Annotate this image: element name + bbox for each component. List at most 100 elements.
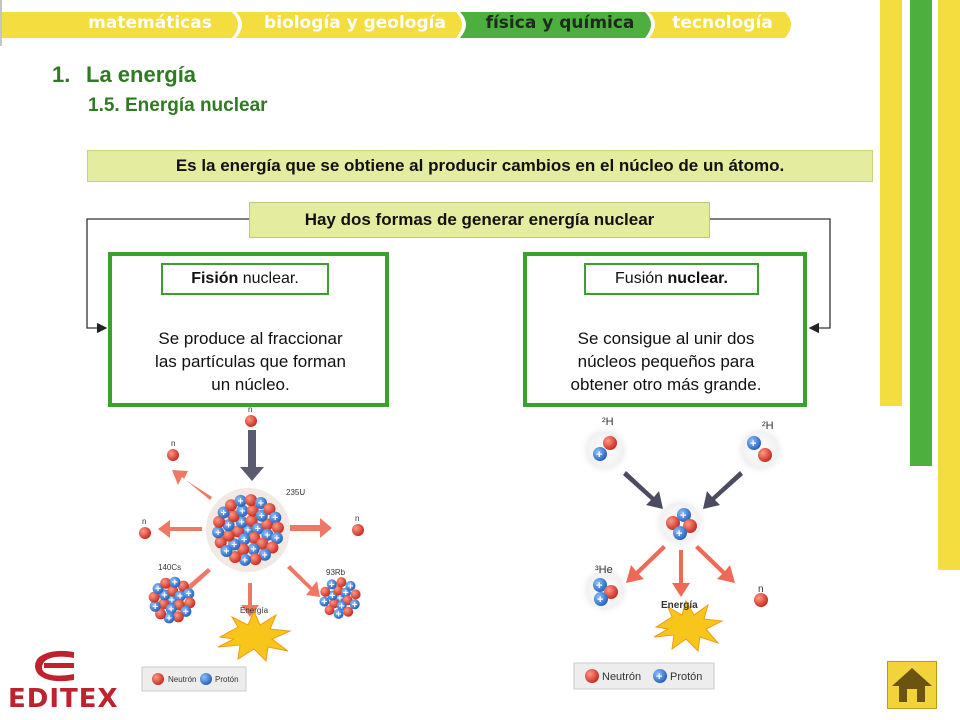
proton-particle	[163, 612, 175, 624]
proton-plus-icon: +	[348, 581, 354, 592]
proton-plus-icon: +	[239, 518, 245, 529]
tab-biologia-geologia[interactable]: biología y geología	[264, 13, 446, 33]
h2-left-label: ²H	[602, 416, 614, 428]
deco-stripe-green	[910, 0, 932, 466]
home-button[interactable]	[887, 661, 937, 709]
proton-plus-icon: +	[152, 602, 158, 613]
neutron-particle	[320, 586, 331, 597]
neutron-particle	[155, 608, 167, 620]
proton-particle	[333, 608, 344, 619]
proton-plus-icon: +	[255, 524, 261, 535]
tab-fisica-shape	[460, 12, 651, 38]
proton-plus-icon: +	[155, 584, 161, 595]
section-title-text: La energía	[86, 62, 197, 87]
proton-particle	[174, 590, 186, 602]
fusion-label: Fusión nuclear.	[584, 263, 759, 295]
legend-proton: Protón	[670, 671, 702, 683]
energy-burst	[217, 609, 292, 663]
section-subtitle: 1.5. Energía nuclear	[88, 95, 268, 116]
fusion-desc-line: Se consigue al unir dos	[577, 329, 755, 348]
neutron-particle	[246, 504, 259, 517]
energy-label: Energía	[240, 606, 269, 615]
fission-desc-line: Se produce al fraccionar	[158, 329, 343, 348]
proton-particle	[345, 580, 356, 591]
proton-plus-icon: +	[352, 600, 358, 611]
subject-tab-bar: matemáticas biología y geología física y…	[0, 0, 800, 46]
proton-particle	[152, 583, 164, 595]
two-forms-heading: Hay dos formas de generar energía nuclea…	[249, 202, 710, 238]
proton-plus-icon: +	[258, 499, 264, 510]
proton-plus-icon: +	[262, 550, 268, 561]
energy-burst	[653, 599, 724, 653]
svg-text:+: +	[680, 510, 686, 522]
legend-neutron: Neutrón	[168, 675, 196, 684]
svg-text:+: +	[656, 671, 662, 683]
n-label: n	[171, 439, 175, 448]
svg-text:+: +	[596, 580, 602, 592]
neutron-particle	[229, 551, 241, 563]
fission-diagram: n n n n +++++++++++++++++++ 235U +++++++…	[139, 405, 364, 692]
proton-particle	[234, 494, 247, 507]
tab-matematicas-shape	[2, 12, 238, 38]
uranium-nucleus: +++++++++++++++++++	[206, 488, 290, 572]
fusion-label-bold: nuclear.	[667, 270, 728, 287]
tab-fisica-quimica[interactable]: física y química	[485, 13, 635, 33]
proton-plus-icon: +	[215, 528, 221, 539]
u-label: 235U	[286, 488, 305, 497]
proton-plus-icon: +	[245, 526, 251, 537]
deco-stripe-yellow-2	[938, 0, 960, 570]
fission-desc-line: las partículas que forman	[155, 352, 346, 371]
home-icon	[892, 668, 932, 702]
fusion-legend: Neutrón + Protón	[573, 662, 715, 690]
emission-arrows	[158, 470, 332, 617]
proton-plus-icon: +	[242, 555, 248, 566]
legend-neutron: Neutrón	[602, 671, 641, 683]
proton-particle	[236, 504, 249, 517]
proton-plus-icon: +	[162, 590, 168, 601]
neutron-particle	[271, 521, 284, 534]
proton-particle	[349, 599, 360, 610]
svg-text:+: +	[597, 594, 603, 606]
proton-plus-icon: +	[238, 496, 244, 507]
tab-tecnologia[interactable]: tecnología	[672, 13, 773, 33]
editex-logo-icon	[35, 650, 74, 682]
tab-matematicas[interactable]: matemáticas	[88, 13, 212, 33]
proton-plus-icon: +	[274, 534, 280, 545]
tab-shapes	[0, 0, 791, 46]
product-arrows	[626, 545, 735, 597]
cesium-nucleus: ++++++++++	[148, 576, 196, 624]
proton-particle	[222, 519, 235, 532]
proton-particle	[149, 600, 161, 612]
fused-nucleus: + +	[666, 508, 697, 540]
proton-plus-icon: +	[172, 578, 178, 589]
proton-plus-icon: +	[339, 601, 345, 612]
proton-particle	[183, 588, 195, 600]
connector-lines	[86, 218, 831, 334]
rubidium-nucleus: +++++++++	[319, 577, 361, 620]
neutron-particle	[177, 580, 189, 592]
proton-plus-icon: +	[224, 547, 230, 558]
proton-plus-icon: +	[226, 521, 232, 532]
fusion-arrows	[623, 471, 743, 509]
editex-logo: EDITEX	[8, 684, 119, 714]
proton-plus-icon: +	[166, 613, 172, 624]
proton-plus-icon: +	[264, 530, 270, 541]
section-title: 1. La energía	[52, 62, 196, 88]
fission-desc-line: un núcleo.	[211, 375, 290, 394]
neutron-particle	[350, 589, 361, 600]
deuterium-left: +	[593, 436, 617, 461]
proton-plus-icon: +	[186, 589, 192, 600]
deco-stripe-yellow-1	[880, 0, 902, 406]
neutron-particle	[225, 499, 238, 512]
fission-legend: Neutrón Protón	[141, 666, 247, 692]
tab-tecnologia-shape	[649, 12, 791, 38]
section-number: 1.	[52, 62, 71, 87]
proton-plus-icon: +	[169, 596, 175, 607]
fusion-diagram: + ²H + ²H + + + + ³He n Energía Neutrón …	[573, 416, 786, 690]
neutron-particle	[172, 611, 184, 623]
proton-particle	[239, 553, 251, 566]
neutron-particle	[237, 543, 250, 556]
free-neutrons	[139, 415, 364, 539]
proton-plus-icon: +	[177, 592, 183, 603]
svg-text:+: +	[596, 449, 602, 461]
